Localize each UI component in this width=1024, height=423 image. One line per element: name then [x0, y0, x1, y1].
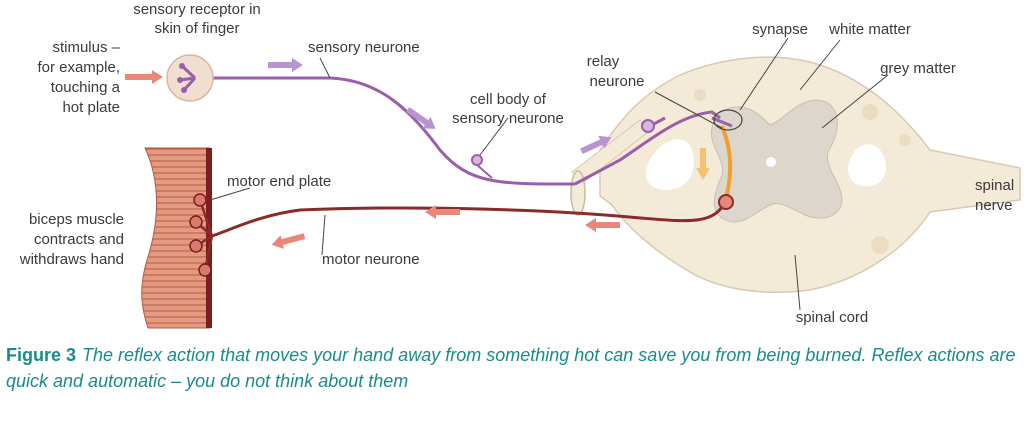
label-spinal-nerve-line1: spinal — [975, 177, 1014, 194]
label-relay-line1: relay — [587, 53, 620, 70]
motor-end-plate — [190, 240, 202, 252]
motor-cell-body — [719, 195, 733, 209]
label-grey-matter: grey matter — [880, 60, 956, 77]
label-biceps-line2: contracts and — [34, 231, 124, 248]
motor-end-plate — [199, 264, 211, 276]
motor-end-plate — [194, 194, 206, 206]
label-cell-body-line1: cell body of — [470, 91, 547, 108]
label-cell-body-line2: sensory neurone — [452, 110, 564, 127]
label-relay-line2: neurone — [589, 73, 644, 90]
sensory-cell-body — [472, 155, 482, 165]
label-synapse: synapse — [752, 21, 808, 38]
motor-arrow — [270, 229, 306, 251]
stimulus-arrow — [125, 70, 163, 84]
label-biceps-line1: biceps muscle — [29, 211, 124, 228]
motor-arrow — [585, 218, 620, 232]
label-motor-neurone: motor neurone — [322, 251, 420, 268]
label-white-matter: white matter — [828, 21, 911, 38]
label-biceps-line3: withdraws hand — [19, 251, 124, 268]
label-stimulus-line3: touching a — [51, 79, 121, 96]
sensory-arrow — [268, 58, 303, 72]
biceps-muscle — [142, 148, 212, 328]
label-stimulus-line1: stimulus – — [52, 39, 120, 56]
reflex-arc-diagram: sensory receptor in skin of finger stimu… — [0, 0, 1024, 340]
label-receptor-line2: skin of finger — [154, 20, 239, 37]
label-motor-end-plate: motor end plate — [227, 173, 331, 190]
motor-end-plate — [190, 216, 202, 228]
label-sensory-neurone: sensory neurone — [308, 39, 420, 56]
label-receptor-line1: sensory receptor in — [133, 1, 261, 18]
label-spinal-nerve-line2: nerve — [975, 197, 1013, 214]
sensory-cell-body-root — [642, 120, 654, 132]
label-stimulus-line2: for example, — [37, 59, 120, 76]
label-stimulus-line4: hot plate — [62, 99, 120, 116]
sensory-arrow — [404, 104, 440, 135]
figure-number: Figure 3 — [6, 345, 76, 365]
label-spinal-cord: spinal cord — [796, 309, 869, 326]
sensory-receptor — [167, 55, 213, 101]
figure-caption-text: The reflex action that moves your hand a… — [6, 345, 1016, 391]
